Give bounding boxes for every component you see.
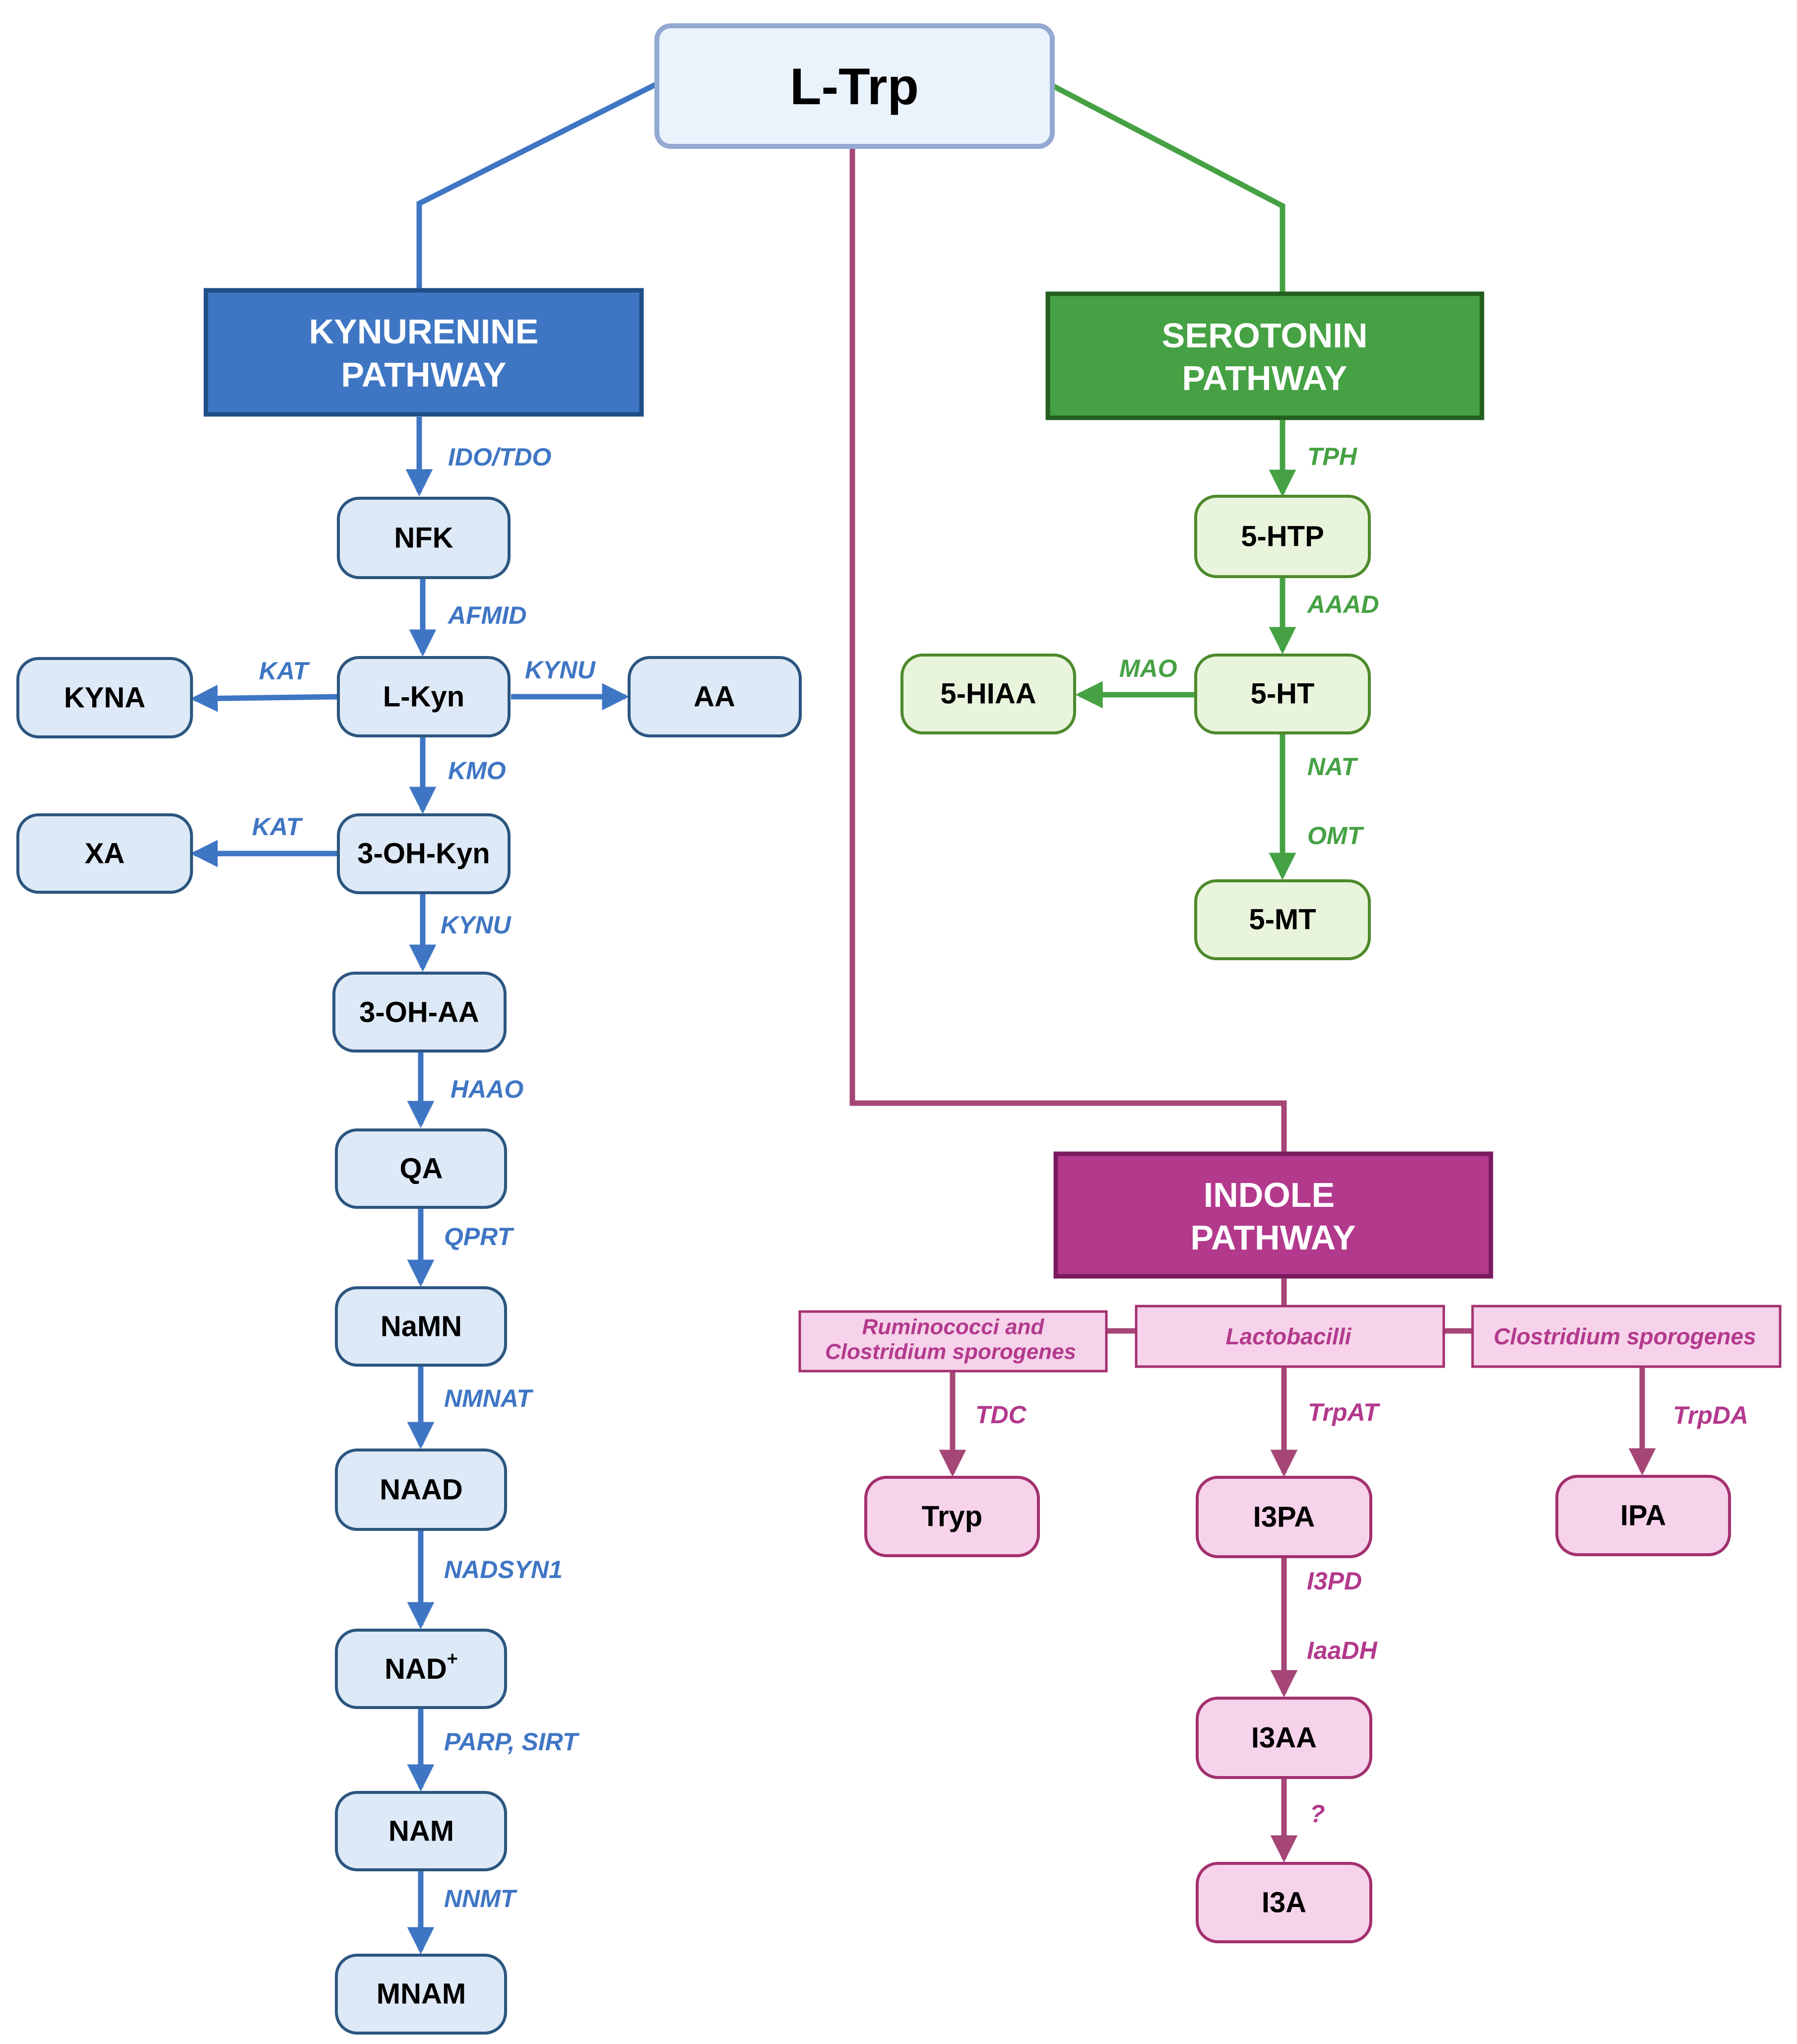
node-i3pa[interactable]: I3PA: [1196, 1476, 1372, 1558]
node-hiaa-label: 5-HIAA: [940, 678, 1036, 710]
node-ipa-label: IPA: [1620, 1500, 1666, 1532]
enzyme-kat-xa: KAT: [252, 813, 304, 841]
node-namn[interactable]: NaMN: [335, 1286, 507, 1367]
bacteria-box-middle[interactable]: Lactobacilli: [1135, 1305, 1445, 1368]
enzyme-nnmt: NNMT: [444, 1885, 518, 1912]
enzyme-nadsyn1: NADSYN1: [444, 1556, 563, 1583]
node-nfk-label: NFK: [394, 522, 453, 554]
kynurenine-header-line1: KYNURENINE: [309, 312, 539, 351]
root-connectors: [416, 82, 1287, 1154]
node-kyna-label: KYNA: [64, 682, 145, 714]
indole-pathway: INDOLE PATHWAY Ruminococci and Clostridi…: [798, 1151, 1782, 1943]
node-i3pa-label: I3PA: [1253, 1501, 1315, 1533]
indole-header-line1: INDOLE: [1204, 1176, 1335, 1214]
enzyme-kynu-aa: KYNU: [525, 656, 596, 684]
node-ohaa[interactable]: 3-OH-AA: [332, 972, 507, 1053]
node-naad-label: NAAD: [380, 1474, 463, 1506]
node-ipa[interactable]: IPA: [1555, 1475, 1731, 1556]
kynurenine-pathway: KYNURENINE PATHWAY IDO/TDO AFMID KAT KYN…: [16, 288, 802, 2035]
node-aa-label: AA: [694, 681, 735, 713]
indole-header-box[interactable]: [1053, 1151, 1493, 1279]
kynurenine-header-line2: PATHWAY: [341, 355, 506, 394]
node-nad-label-group: NAD+: [385, 1648, 458, 1685]
node-htp[interactable]: 5-HTP: [1194, 495, 1371, 578]
enzyme-nat: NAT: [1307, 753, 1359, 781]
enzyme-trpda: TrpDA: [1673, 1401, 1748, 1429]
enzyme-aaad: AAAD: [1306, 591, 1379, 618]
node-xa-label: XA: [85, 838, 125, 870]
enzyme-qprt: QPRT: [444, 1223, 514, 1251]
node-nfk[interactable]: NFK: [337, 497, 511, 579]
node-ht[interactable]: 5-HT: [1194, 654, 1371, 734]
enzyme-omt: OMT: [1307, 822, 1365, 850]
node-htp-label: 5-HTP: [1241, 521, 1324, 553]
root-to-indole-line: [849, 149, 1287, 1154]
enzyme-tph: TPH: [1307, 443, 1357, 470]
serotonin-header-box[interactable]: [1045, 291, 1484, 420]
node-lkyn[interactable]: L-Kyn: [337, 656, 511, 737]
bacteria-box-right[interactable]: Clostridium sporogenes: [1471, 1305, 1782, 1368]
serotonin-header-line1: SEROTONIN: [1162, 316, 1368, 355]
kynurenine-header-box[interactable]: [203, 288, 644, 417]
node-aa[interactable]: AA: [628, 656, 802, 737]
node-i3a[interactable]: I3A: [1196, 1862, 1372, 1943]
node-naad[interactable]: NAAD: [335, 1449, 507, 1531]
node-mt[interactable]: 5-MT: [1194, 879, 1371, 960]
node-nam-label: NAM: [388, 1815, 454, 1847]
root-node[interactable]: L-Trp: [654, 23, 1055, 149]
enzyme-unknown: ?: [1310, 1800, 1325, 1828]
node-i3aa-label: I3AA: [1251, 1722, 1317, 1754]
node-nad-label: NAD: [385, 1653, 447, 1685]
root-to-serotonin-line: [1052, 84, 1285, 293]
node-qa[interactable]: QA: [335, 1128, 507, 1209]
node-i3aa[interactable]: I3AA: [1196, 1697, 1372, 1779]
node-mnam[interactable]: MNAM: [335, 1954, 507, 2035]
enzyme-kat-kyna: KAT: [259, 657, 311, 685]
bacteria-left-line1: Ruminococci and: [862, 1315, 1045, 1339]
node-qa-label: QA: [400, 1153, 443, 1185]
serotonin-header-line2: PATHWAY: [1182, 359, 1347, 397]
bacteria-box-left[interactable]: Ruminococci and Clostridium sporogenes: [798, 1310, 1108, 1373]
enzyme-kynu-ohaa: KYNU: [441, 911, 512, 939]
bacteria-middle-label: Lactobacilli: [1225, 1323, 1351, 1349]
node-i3a-label: I3A: [1262, 1887, 1306, 1919]
root-label: L-Trp: [790, 58, 919, 116]
node-mt-label: 5-MT: [1249, 904, 1316, 936]
node-kyna[interactable]: KYNA: [16, 657, 193, 738]
enzyme-i3pd: I3PD: [1307, 1567, 1362, 1595]
enzyme-ido-tdo: IDO/TDO: [448, 443, 551, 471]
node-nam[interactable]: NAM: [335, 1791, 507, 1871]
enzyme-nmnat: NMNAT: [444, 1385, 534, 1412]
node-nad-superscript: +: [447, 1648, 458, 1669]
node-tryp[interactable]: Tryp: [864, 1476, 1040, 1557]
node-hiaa[interactable]: 5-HIAA: [900, 654, 1076, 734]
root-to-kynurenine-line: [416, 82, 657, 290]
node-namn-label: NaMN: [381, 1311, 462, 1343]
enzyme-kmo: KMO: [448, 757, 506, 785]
serotonin-pathway: SEROTONIN PATHWAY TPH AAAD MAO NAT OMT 5…: [900, 291, 1484, 960]
bacteria-left-line2: Clostridium sporogenes: [825, 1340, 1076, 1364]
node-nad[interactable]: NAD+: [335, 1629, 507, 1709]
node-mnam-label: MNAM: [377, 1978, 466, 2010]
enzyme-parp-sirt: PARP, SIRT: [444, 1728, 580, 1756]
enzyme-tdc: TDC: [975, 1401, 1027, 1429]
enzyme-afmid: AFMID: [447, 601, 526, 629]
indole-header-line2: PATHWAY: [1190, 1218, 1355, 1257]
node-xa[interactable]: XA: [16, 813, 193, 894]
node-ht-label: 5-HT: [1251, 678, 1315, 710]
node-ohkyn[interactable]: 3-OH-Kyn: [337, 813, 511, 894]
arrow-lkyn-to-kyna: [190, 684, 338, 712]
node-lkyn-label: L-Kyn: [383, 681, 464, 713]
enzyme-trpat: TrpAT: [1308, 1398, 1381, 1426]
node-ohkyn-label: 3-OH-Kyn: [357, 838, 490, 870]
bacteria-right-label: Clostridium sporogenes: [1493, 1323, 1756, 1349]
enzyme-mao: MAO: [1119, 655, 1177, 682]
enzyme-haao: HAAO: [450, 1075, 523, 1103]
enzyme-iaadh: IaaDH: [1307, 1637, 1378, 1664]
node-tryp-label: Tryp: [922, 1501, 983, 1533]
node-ohaa-label: 3-OH-AA: [359, 996, 479, 1029]
